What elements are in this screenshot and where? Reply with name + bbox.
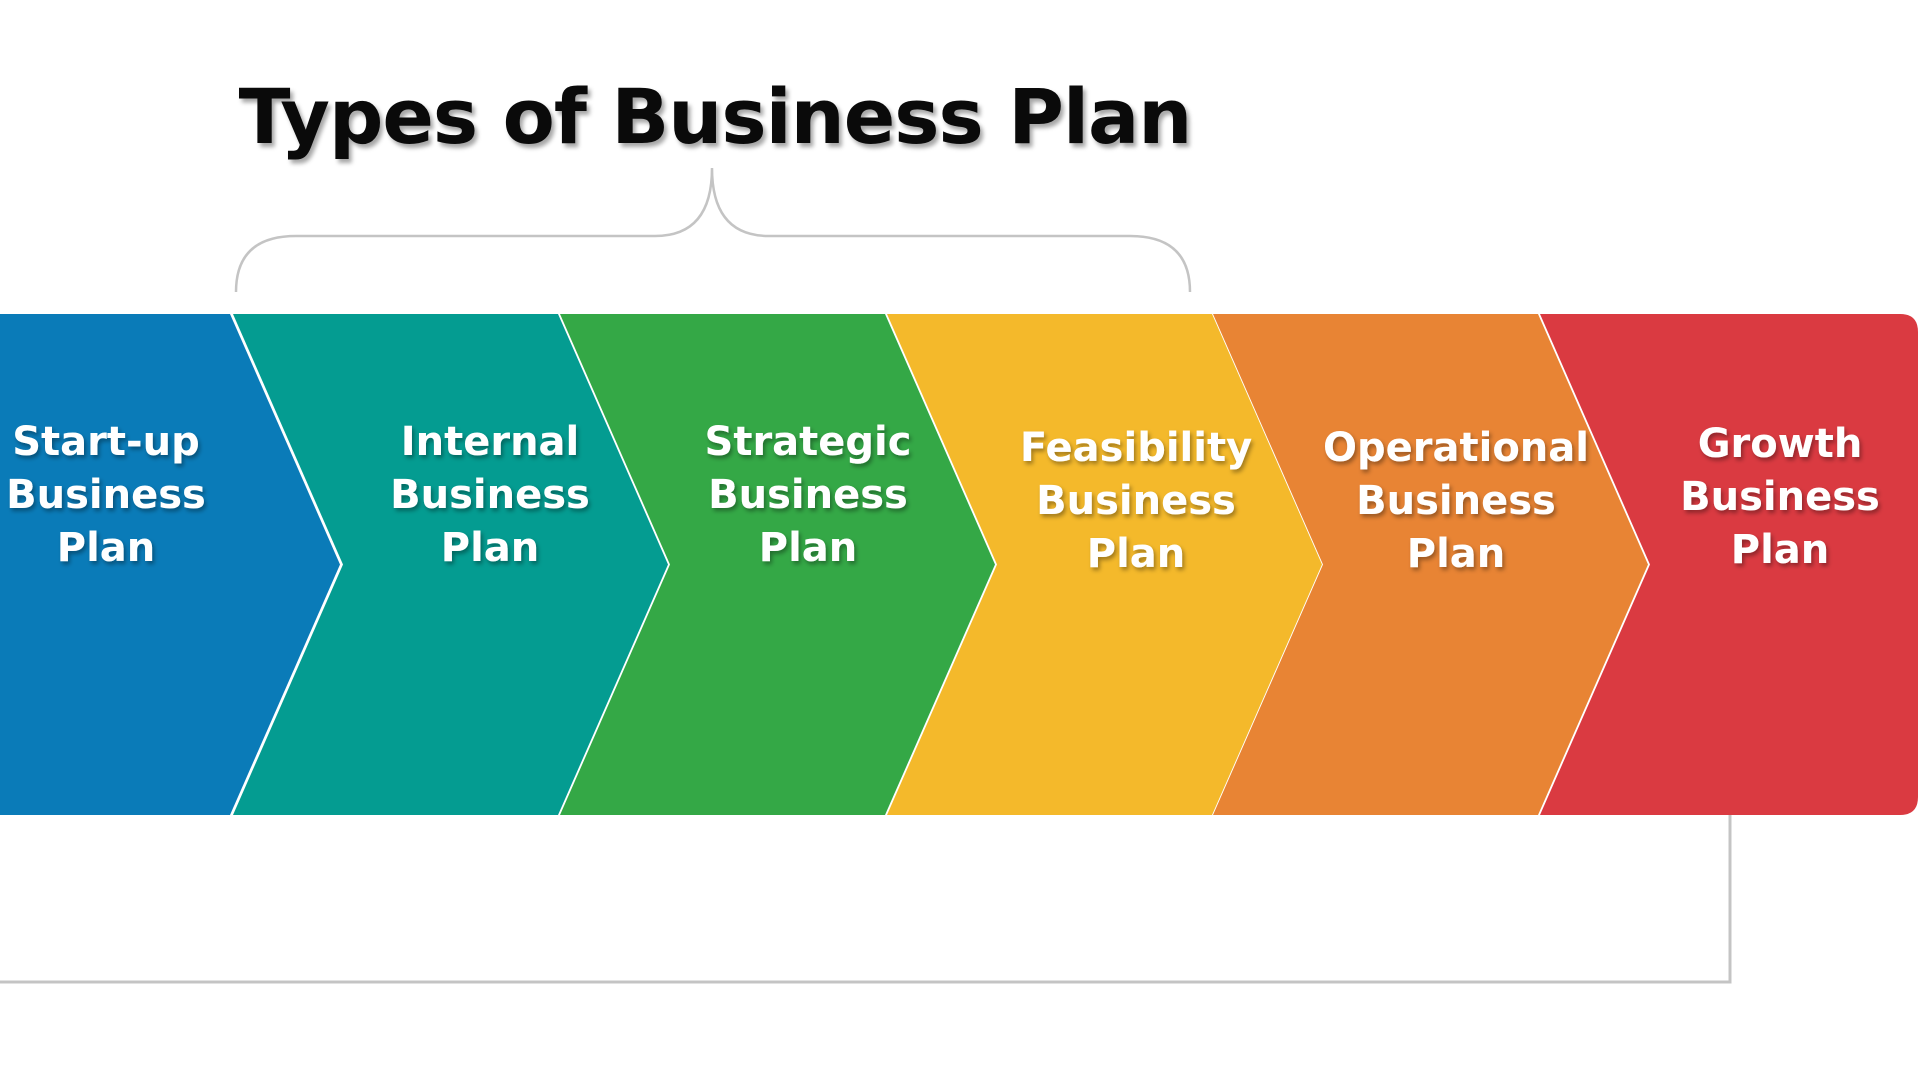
chevron-label-line: Business [1036,478,1236,524]
chevron-label-line: Strategic [705,419,912,465]
chevron-segment-3 [560,314,995,815]
chevron-label-line: Growth [1698,421,1863,467]
chevron-label-line: Business [1356,478,1556,524]
bottom-connector-line [0,815,1732,984]
chevron-label-line: Internal [401,419,580,465]
chevron-segment-1 [0,314,340,815]
chevron-label-line: Plan [1407,531,1506,577]
chevron-label-line: Plan [759,525,858,571]
chevron-segment-2 [233,314,668,815]
top-brace-connector [234,167,1192,293]
chevron-label-line: Plan [1731,527,1830,573]
chevron-label-line: Plan [441,525,540,571]
chevron-label-line: Feasibility [1020,425,1252,471]
chevron-label-line: Business [390,472,590,518]
chevron-label-line: Business [708,472,908,518]
chevron-label-line: Operational [1323,425,1589,471]
chevron-label-line: Plan [1087,531,1186,577]
chevron-label-line: Business [6,472,206,518]
chevron-label-line: Business [1680,474,1880,520]
chevron-segment-5 [1213,314,1648,815]
chevron-segment-6 [1540,314,1918,815]
chevron-segment-4 [887,314,1322,815]
chevron-label-line: Start-up [12,419,199,465]
diagram-title: Types of Business Plan [238,72,1193,161]
chevron-label-line: Plan [57,525,156,571]
